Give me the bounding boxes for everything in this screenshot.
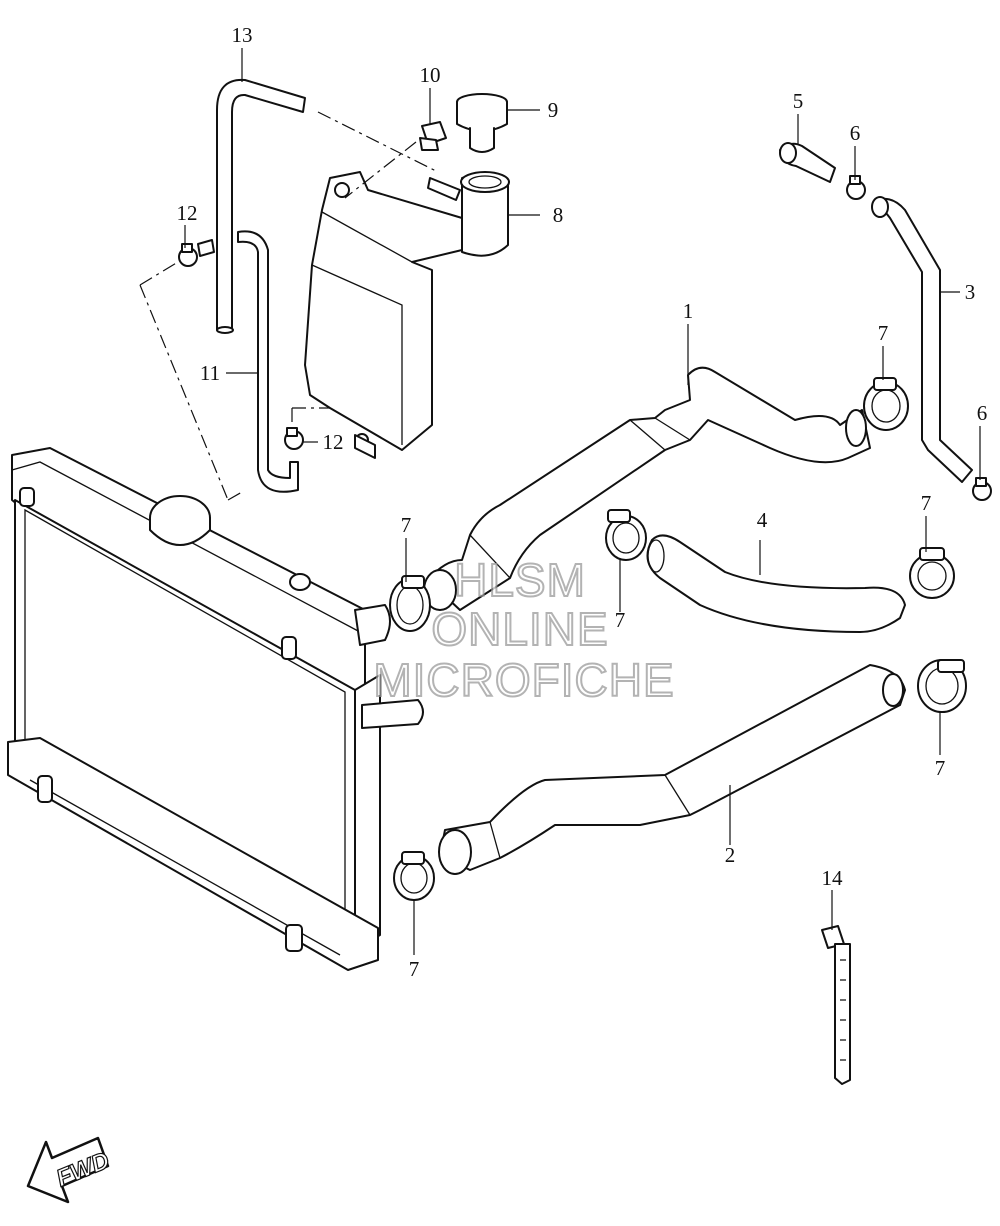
callout-6-upper: 6 (850, 121, 861, 145)
watermark-line-3: MICROFICHE (373, 654, 674, 706)
callout-7-e: 7 (935, 756, 946, 780)
bypass-hose (646, 534, 906, 633)
clamp-12-lower (284, 427, 304, 450)
watermark-line-1: HLSM (454, 554, 586, 606)
clamp-12-upper (178, 239, 215, 267)
callout-3: 3 (965, 280, 976, 304)
fwd-direction-arrow: FWD (26, 1136, 114, 1204)
clamp-7-b (863, 377, 909, 431)
bolt (419, 121, 447, 151)
callout-7-c: 7 (615, 608, 626, 632)
clamp-6-lower (972, 477, 992, 501)
clamp-7-c (605, 509, 647, 561)
callout-9: 9 (548, 98, 559, 122)
callout-14: 14 (822, 866, 844, 890)
reservoir-tank (304, 171, 510, 459)
callout-7-d: 7 (921, 491, 932, 515)
callout-5: 5 (793, 89, 804, 113)
connection-lines (139, 111, 439, 501)
callout-7-b: 7 (878, 321, 889, 345)
callout-labels: 1 2 3 4 5 6 6 7 7 7 7 7 7 8 9 10 11 12 1… (177, 23, 988, 981)
callout-8: 8 (553, 203, 564, 227)
clamp-7-e (917, 659, 967, 713)
callout-12-lower: 12 (323, 430, 344, 454)
radiator (7, 447, 424, 971)
clamp-7-f (393, 851, 435, 901)
callout-1: 1 (683, 299, 694, 323)
callout-7-a: 7 (401, 513, 412, 537)
cable-tie (821, 925, 851, 1085)
callout-7-f: 7 (409, 957, 420, 981)
callout-4: 4 (757, 508, 768, 532)
callout-13: 13 (232, 23, 253, 47)
overflow-hose-short (237, 230, 299, 493)
callout-6-lower: 6 (977, 401, 988, 425)
clamp-6-upper (846, 175, 866, 200)
clamp-7-a (389, 575, 431, 632)
lower-radiator-hose (438, 664, 906, 875)
callout-2: 2 (725, 843, 736, 867)
leader-lines (184, 48, 981, 955)
reservoir-cap (456, 93, 508, 153)
heater-hose (871, 196, 973, 483)
watermark-line-2: ONLINE (431, 603, 608, 655)
callout-12-upper: 12 (177, 201, 198, 225)
callout-11: 11 (200, 361, 220, 385)
clamp-7-d (909, 547, 955, 599)
watermark: HLSM ONLINE MICROFICHE (372, 553, 674, 707)
overflow-hose-long (216, 78, 306, 334)
hose-fitting (779, 142, 836, 183)
callout-10: 10 (420, 63, 441, 87)
